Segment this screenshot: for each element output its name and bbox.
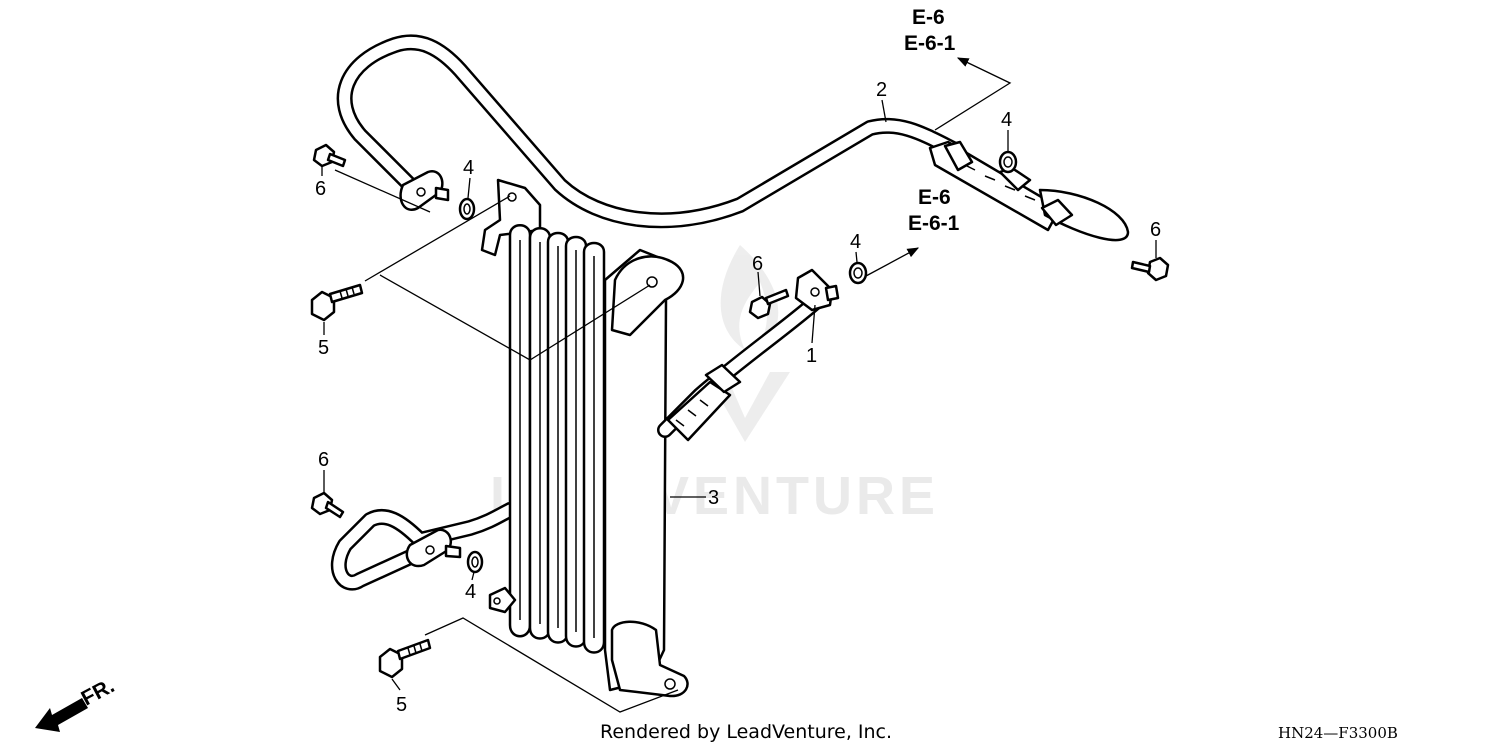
bolt-5-upper <box>310 283 364 322</box>
bolt-6-side <box>748 288 790 320</box>
ref-top-e6: E-6 <box>912 6 945 29</box>
callout-2: 2 <box>876 79 887 101</box>
ref-mid-e6-1: E-6-1 <box>908 212 960 235</box>
callout-6-side: 6 <box>752 253 763 275</box>
callout-4-side: 4 <box>850 231 861 253</box>
callout-6-upper-left: 6 <box>315 178 326 200</box>
callout-3: 3 <box>708 487 719 509</box>
lower-oil-pipe <box>330 502 518 591</box>
bolt-6-lower-left <box>310 491 345 519</box>
callout-6-right: 6 <box>1150 219 1161 241</box>
callout-5-lower: 5 <box>396 694 407 716</box>
callout-5-upper: 5 <box>318 337 329 359</box>
callout-4-upper-left: 4 <box>463 157 474 179</box>
oil-cooler <box>480 178 840 698</box>
ref-mid-e6: E-6 <box>918 186 951 209</box>
leader-lines <box>321 57 1157 713</box>
o-ring-4-right <box>998 150 1018 174</box>
footer-credit: Rendered by LeadVenture, Inc. <box>600 721 892 743</box>
o-ring-4-side <box>848 261 868 285</box>
upper-oil-pipe <box>336 34 1130 242</box>
front-arrow-icon <box>35 698 88 732</box>
callout-4-right: 4 <box>1001 109 1012 131</box>
o-ring-4-lower-left <box>466 550 484 574</box>
callout-4-lower-left: 4 <box>465 581 476 603</box>
ref-top-e6-1: E-6-1 <box>904 32 956 55</box>
callout-1: 1 <box>806 345 817 367</box>
o-ring-4-upper-left <box>458 197 476 221</box>
bolt-6-upper-left <box>312 143 347 168</box>
bolt-5-lower <box>378 638 432 679</box>
callout-6-lower-left: 6 <box>318 449 329 471</box>
diagram-code: HN24—F3300B <box>1278 724 1398 742</box>
bolt-6-right <box>1130 256 1170 282</box>
